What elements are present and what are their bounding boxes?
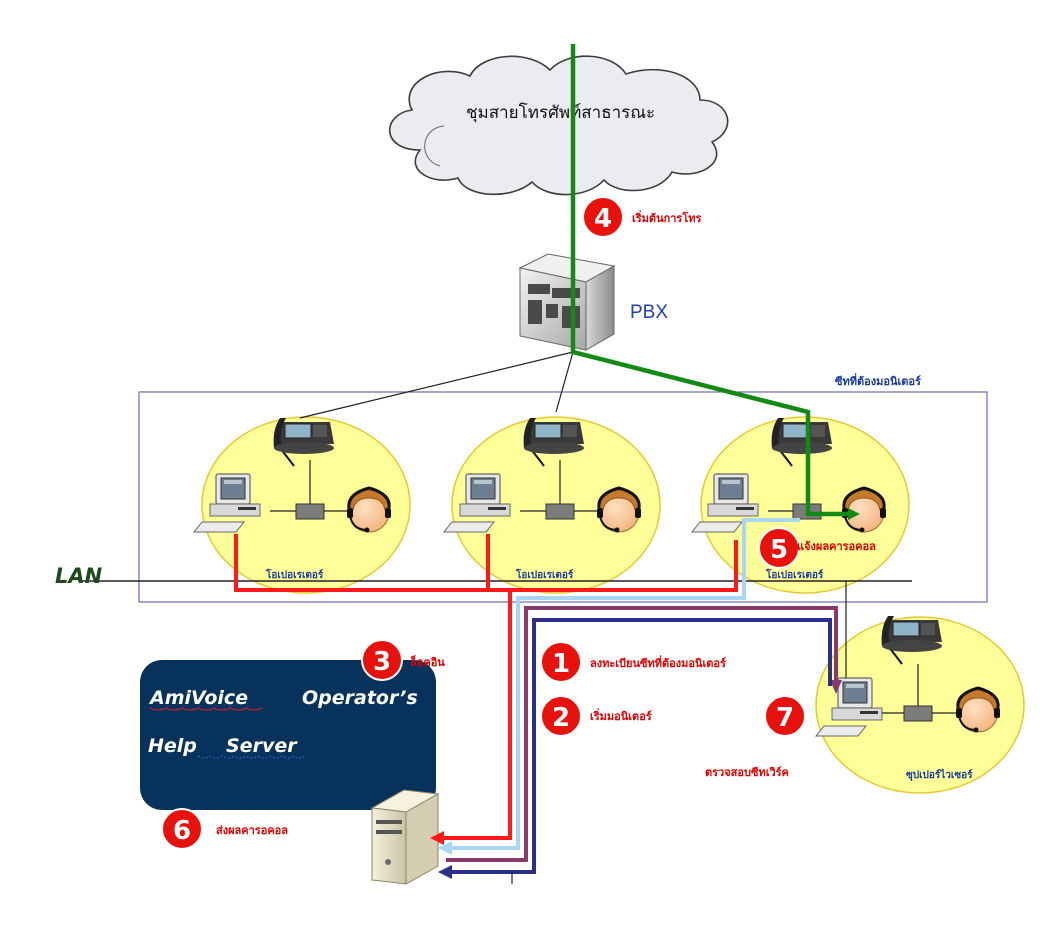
step-1-label: ลงทะเบียนซีทที่ต้องมอนิเตอร์: [590, 655, 726, 670]
svg-text:6: 6: [173, 816, 191, 846]
path-purple-monitor: [446, 606, 838, 862]
step-6-label: ส่งผลคารอคอล: [216, 824, 288, 837]
step-badge-3: 3 ล็อคอิน: [361, 639, 445, 681]
operator-station-1: โอเปอเรเตอร์: [193, 417, 393, 581]
call-path-green: [570, 44, 852, 517]
step-7-label: ตรวจสอบซีทเวิร์ค: [705, 766, 789, 779]
step-3-label: ล็อคอิน: [410, 655, 445, 669]
monitored-seats-frame: [138, 391, 988, 603]
svg-text:2: 2: [552, 703, 570, 733]
lan-label: LAN: [55, 564, 103, 588]
svg-text:4: 4: [594, 204, 612, 234]
svg-text:3: 3: [373, 647, 391, 677]
svg-text:5: 5: [770, 535, 788, 565]
pbx-icon: [518, 253, 616, 351]
monitored-seats-label: ซีทที่ต้องมอนิเตอร์: [835, 373, 921, 388]
supervisor-zone: [815, 616, 1025, 794]
svg-text:7: 7: [776, 703, 794, 733]
step-badge-4: 4 เริ่มต้นการโทร: [582, 196, 701, 238]
step-badge-5: 5 แจ้งผลคารอคอล: [758, 527, 876, 569]
cloud-label: ชุมสายโทรศัพท์สาธารณะ: [466, 102, 655, 123]
operator-1-label: โอเปอเรเตอร์: [265, 568, 324, 581]
step-5-label: แจ้งผลคารอคอล: [797, 540, 876, 553]
help-server-line1-right: Operator’s: [302, 687, 418, 709]
step-badge-1: 1 ลงทะเบียนซีทที่ต้องมอนิเตอร์: [540, 641, 726, 683]
operator-station-2: โอเปอเรเตอร์: [443, 417, 643, 581]
public-telephone-network-cloud: ชุมสายโทรศัพท์สาธารณะ: [388, 55, 729, 196]
step-badge-2: 2 เริ่มมอนิเตอร์: [540, 695, 652, 737]
svg-text:1: 1: [552, 649, 570, 679]
supervisor-label: ซุปเปอร์ไวเซอร์: [906, 768, 973, 781]
step-4-label: เริ่มต้นการโทร: [632, 210, 701, 225]
server-tower-icon: [370, 789, 440, 885]
step-2-label: เริ่มมอนิเตอร์: [590, 708, 652, 723]
step-badge-7: 7 ตรวจสอบซีทเวิร์ค: [705, 695, 806, 779]
help-server-box: AmiVoice Operator’s Help Server: [140, 660, 436, 810]
path-red-to-server: [440, 540, 738, 840]
help-server-line1-left: AmiVoice: [148, 687, 248, 709]
path-navy-register: [446, 618, 832, 874]
pbx-label: PBX: [630, 302, 668, 323]
help-server-line2-right: Server: [226, 735, 298, 757]
step-badge-6: 6 ส่งผลคารอคอล: [161, 808, 288, 850]
operator-2-label: โอเปอเรเตอร์: [515, 568, 574, 581]
help-server-line2-left: Help: [148, 735, 197, 757]
path-lightblue-notify: [446, 518, 800, 850]
supervisor-station: ซุปเปอร์ไวเซอร์: [815, 581, 1002, 781]
pbx-phone-lines: [299, 351, 574, 419]
operator-3-label: โอเปอเรเตอร์: [765, 568, 824, 581]
